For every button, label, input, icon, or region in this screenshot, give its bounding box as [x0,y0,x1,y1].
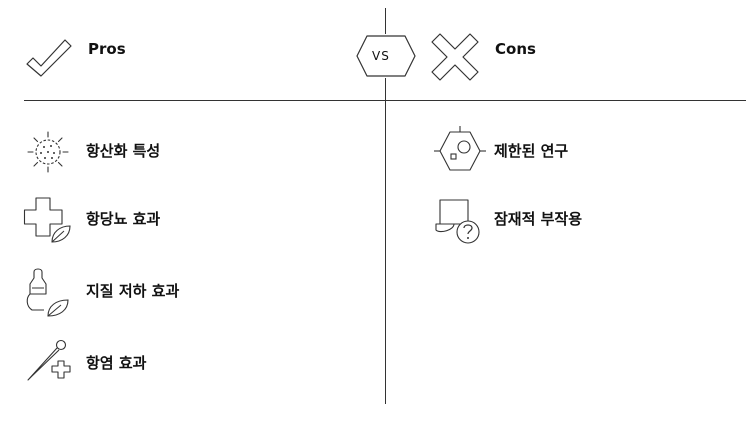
pros-item-label: 항염 효과 [86,354,147,372]
checkmark-icon [26,39,72,77]
pros-title: Pros [88,40,126,58]
pros-item-label: 지질 저하 효과 [86,282,180,300]
antioxidant-cell-icon [27,131,69,173]
cons-item-label: 제한된 연구 [494,142,569,160]
lightbulb-leaf-icon [26,268,69,317]
pros-item-label: 항산화 특성 [86,142,161,160]
x-mark-icon [431,33,479,81]
cons-item-label: 잠재적 부작용 [494,210,583,228]
vertical-divider-bottom [385,78,386,404]
laptop-question-icon [435,199,480,244]
vs-badge-icon [356,35,416,77]
hexagon-molecule-icon [434,126,486,171]
medical-cross-leaf-icon [23,197,71,243]
cons-title: Cons [495,40,536,58]
needle-cross-icon [27,339,71,381]
vertical-divider-top [385,8,386,34]
pros-item-label: 항당뇨 효과 [86,210,161,228]
vs-label: VS [372,49,390,63]
